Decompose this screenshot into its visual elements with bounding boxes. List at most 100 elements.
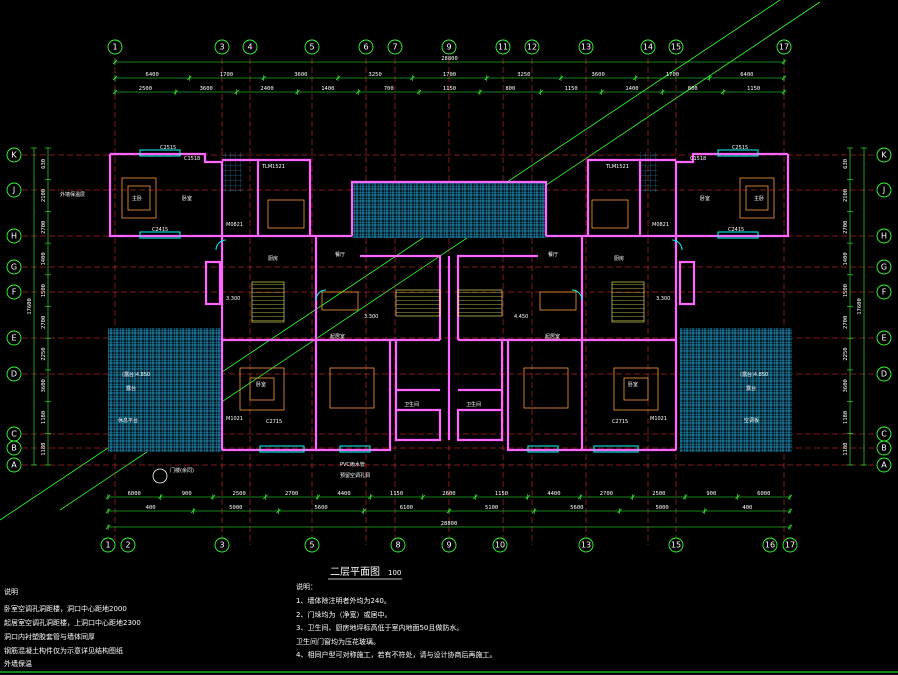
dimension-text: 1180 (41, 443, 47, 456)
dimension-text: 1700 (220, 72, 233, 78)
door-code: M0821 (652, 222, 669, 228)
svg-text:10: 10 (495, 541, 505, 550)
window-code: C1518 (184, 156, 200, 162)
svg-text:A: A (881, 461, 887, 470)
axis-bubble-bottom: 3 (214, 537, 230, 553)
axis-bubble-top: 17 (776, 39, 792, 55)
axis-bubble-left: K (6, 147, 22, 163)
axis-bubble-right: C (876, 426, 892, 442)
svg-text:4: 4 (247, 43, 252, 52)
dimension-text: 630 (41, 159, 47, 169)
svg-text:C: C (881, 430, 887, 439)
room-label: 卧室 (256, 381, 266, 388)
stair-roof-left (222, 152, 242, 192)
svg-text:5: 5 (309, 43, 314, 52)
svg-text:H: H (881, 232, 887, 241)
axis-bubble-top: 12 (524, 39, 540, 55)
terrace-tag: (露台)4.850 (740, 371, 768, 378)
dimension-text: 6100 (400, 505, 413, 511)
dimension-text: 5100 (485, 505, 498, 511)
room-label: 厨房 (614, 255, 624, 262)
door-code: M1021 (226, 416, 243, 422)
axis-bubble-top: 11 (495, 39, 511, 55)
dimension-text: 2700 (843, 316, 849, 329)
dimension-text: 1150 (390, 491, 403, 497)
dimension-text: 3600 (843, 379, 849, 392)
svg-text:F: F (12, 288, 17, 297)
dimension-text: 2500 (233, 491, 246, 497)
dimension-text: 2700 (843, 221, 849, 234)
window-code: C1518 (690, 156, 706, 162)
axis-bubble-left: H (6, 228, 22, 244)
drawing-title: 二层平面图 (330, 566, 380, 578)
dimension-text: 2100 (843, 189, 849, 202)
dimension-text: 5600 (315, 505, 328, 511)
room-label: 主卧 (754, 195, 764, 202)
axis-bubble-top: 3 (214, 39, 230, 55)
dimension-text: 700 (384, 86, 394, 92)
svg-text:16: 16 (765, 541, 775, 550)
note-line: 洞口内衬塑胶套管与墙体同厚 (4, 632, 95, 641)
dimension-text: 28800 (441, 56, 458, 62)
axis-bubble-left: J (6, 182, 22, 198)
axis-bubble-right: B (876, 440, 892, 456)
dimension-text: 1180 (843, 443, 849, 456)
dimension-text: 630 (843, 159, 849, 169)
axis-bubble-top: 9 (441, 39, 457, 55)
dimension-text: 2250 (843, 347, 849, 360)
dimension-text: 800 (505, 86, 515, 92)
note-line: 2、门垛均为（净宽）或居中。 (296, 610, 391, 619)
axis-bubble-left: D (6, 366, 22, 382)
room-label: 餐厅 (548, 251, 558, 258)
dimension-text: 1400 (41, 252, 47, 265)
svg-text:9: 9 (446, 43, 451, 52)
door-code: M0821 (226, 222, 243, 228)
dimension-text: 4400 (337, 491, 350, 497)
room-label: 卧室 (182, 195, 192, 202)
dimension-text: 3600 (592, 72, 605, 78)
roof-center (352, 182, 546, 238)
room-label: 餐厅 (335, 251, 345, 258)
dimension-text: 2700 (600, 491, 613, 497)
svg-text:H: H (11, 232, 17, 241)
dim-chain-left-total: 17600 (27, 147, 37, 466)
dimension-text: 2700 (285, 491, 298, 497)
window-code: C2415 (152, 227, 168, 233)
note-line: 卧室空调孔洞距楼，洞口中心距地2000 (4, 604, 127, 613)
room-label: 主卧 (132, 195, 142, 202)
dimension-text: 17600 (857, 298, 863, 315)
annotations: 外墙保温层 PVC雨水管 门楼(余同) 预留空调孔洞 (60, 191, 370, 484)
axis-bubble-right: A (876, 457, 892, 473)
detail-bubble (152, 468, 168, 484)
window-code: C2515 (732, 145, 748, 151)
axis-bubble-bottom: 16 (762, 537, 778, 553)
svg-text:13: 13 (581, 541, 591, 550)
axis-bubble-top: 13 (578, 39, 594, 55)
axis-bubble-right: H (876, 228, 892, 244)
axis-bubble-bottom: 5 (304, 537, 320, 553)
note-line: 卫生间门窗均为压花玻璃。 (296, 637, 380, 646)
notes-left: 说明 卧室空调孔洞距楼，洞口中心距地2000 起居室空调孔洞距楼，上洞口中心距地… (4, 587, 141, 668)
door-code: TLM1521 (261, 164, 285, 170)
dimension-text: 3250 (517, 72, 530, 78)
dimension-text: 5600 (570, 505, 583, 511)
dimension-text: 2500 (139, 86, 152, 92)
furniture (121, 177, 775, 411)
annotation-text: 门楼(余同) (170, 467, 194, 474)
svg-text:13: 13 (581, 43, 591, 52)
svg-text:15: 15 (671, 43, 681, 52)
dimension-text: 1150 (565, 86, 578, 92)
svg-text:3: 3 (219, 541, 224, 550)
dimension-text: 3600 (200, 86, 213, 92)
dimension-text: 1150 (495, 491, 508, 497)
dimension-text: 5000 (656, 505, 669, 511)
level-mark: 3.300 (656, 296, 670, 302)
svg-text:G: G (11, 263, 17, 272)
axis-bubble-left: B (6, 440, 22, 456)
door-window-symbols (139, 149, 759, 453)
dim-chain-bottom-total: 28800 (105, 521, 793, 530)
